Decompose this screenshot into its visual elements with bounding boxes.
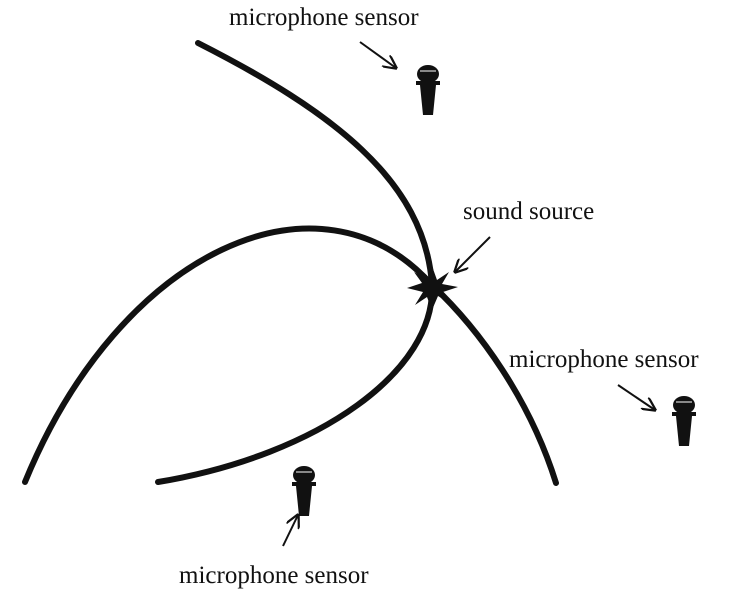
sound-source-starburst-icon xyxy=(407,266,458,310)
microphone-sensor-label-bottom: microphone sensor xyxy=(179,562,369,589)
microphone-icon-right xyxy=(671,395,697,447)
microphone-icon-bottom xyxy=(291,465,317,517)
arrow-icon-bottom xyxy=(282,515,298,547)
arrow-icon-source xyxy=(455,236,491,272)
microphone-sensor-label-top: microphone sensor xyxy=(229,4,419,31)
microphone-sensor-label-right: microphone sensor xyxy=(509,346,699,373)
sound-source-label: sound source xyxy=(463,198,595,225)
arrow-icon-right xyxy=(617,384,655,410)
hyperbola-curve-left xyxy=(22,225,559,486)
arrow-icon-top xyxy=(359,41,396,68)
microphone-icon-top xyxy=(415,64,441,116)
